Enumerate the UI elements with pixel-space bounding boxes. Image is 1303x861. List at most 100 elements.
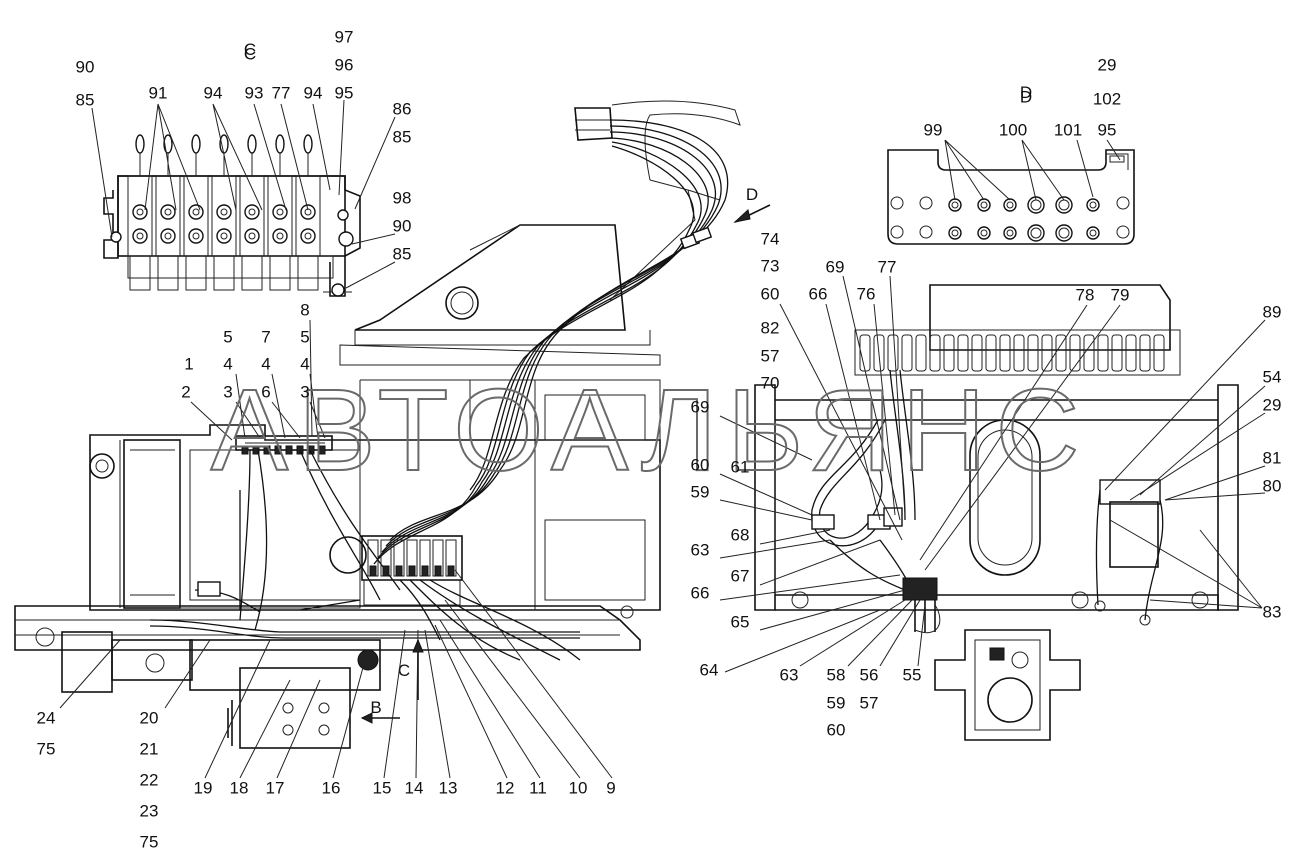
callout-label: 21 bbox=[140, 739, 159, 758]
callout-label: 101 bbox=[1054, 120, 1082, 139]
callout-label: 97 bbox=[335, 27, 354, 46]
callout-label: 24 bbox=[37, 708, 56, 727]
callout-label: 95 bbox=[1098, 120, 1117, 139]
callout-label: 13 bbox=[439, 778, 458, 797]
watermark-text: АВТОАЛЬЯНС bbox=[211, 365, 1090, 495]
callout-label: 75 bbox=[140, 832, 159, 851]
callout-label: 76 bbox=[857, 284, 876, 303]
callout-label: 67 bbox=[731, 566, 750, 585]
callout-label: 78 bbox=[1076, 285, 1095, 304]
callout-label: 93 bbox=[245, 83, 264, 102]
callout-label: 63 bbox=[780, 665, 799, 684]
callout-label: 69 bbox=[826, 257, 845, 276]
callout-label: 54 bbox=[1263, 367, 1282, 386]
callout-label: 29 bbox=[1263, 395, 1282, 414]
lower-pipes bbox=[149, 490, 580, 639]
callout-label: 19 bbox=[194, 778, 213, 797]
callout-label: 73 bbox=[761, 256, 780, 275]
callout-label: 1 bbox=[184, 354, 193, 373]
callout-label: 14 bbox=[405, 778, 424, 797]
callout-label: 59 bbox=[827, 693, 846, 712]
callout-label: 3 bbox=[223, 382, 232, 401]
callout-label: 59 bbox=[691, 482, 710, 501]
callout-label: 96 bbox=[335, 55, 354, 74]
callout-label: 94 bbox=[304, 83, 323, 102]
callout-label: 66 bbox=[809, 284, 828, 303]
callout-label: 16 bbox=[322, 778, 341, 797]
callout-label: 5 bbox=[300, 327, 309, 346]
callout-label: 69 bbox=[691, 397, 710, 416]
callout-label: 60 bbox=[691, 455, 710, 474]
callout-label: 20 bbox=[140, 708, 159, 727]
callout-label: 7 bbox=[261, 327, 270, 346]
callout-label: 66 bbox=[691, 583, 710, 602]
callout-label: 94 bbox=[204, 83, 223, 102]
callout-label: 56 bbox=[860, 665, 879, 684]
callout-label: 60 bbox=[761, 284, 780, 303]
callout-label: 80 bbox=[1263, 476, 1282, 495]
callout-label: 4 bbox=[300, 354, 309, 373]
callout-label: 74 bbox=[761, 229, 780, 248]
callout-label: 55 bbox=[903, 665, 922, 684]
callout-label: 18 bbox=[230, 778, 249, 797]
callout-label: 60 bbox=[827, 720, 846, 739]
callout-label: 2 bbox=[181, 382, 190, 401]
view-d-title: D bbox=[1020, 83, 1032, 102]
view-d-bracket-plate bbox=[887, 149, 1135, 245]
callout-label: 100 bbox=[999, 120, 1027, 139]
upper-hose-bundle bbox=[373, 119, 729, 565]
callout-label: 5 bbox=[223, 327, 232, 346]
callout-label: 83 bbox=[1263, 602, 1282, 621]
callout-label: 6 bbox=[261, 382, 270, 401]
arrow-d-label: D bbox=[746, 185, 758, 204]
callout-label: 86 bbox=[393, 99, 412, 118]
callout-label: 90 bbox=[76, 57, 95, 76]
callout-label: 85 bbox=[76, 90, 95, 109]
right-hose-circuit bbox=[811, 369, 1164, 634]
callout-label: 81 bbox=[1263, 448, 1282, 467]
callout-label: 77 bbox=[878, 257, 897, 276]
callout-label: 91 bbox=[149, 83, 168, 102]
callout-label: 102 bbox=[1093, 89, 1121, 108]
callout-label: 99 bbox=[924, 120, 943, 139]
callout-label: 4 bbox=[261, 354, 270, 373]
callout-label: 63 bbox=[691, 540, 710, 559]
callout-label: 77 bbox=[272, 83, 291, 102]
callout-label: 58 bbox=[827, 665, 846, 684]
callout-label: 12 bbox=[496, 778, 515, 797]
callout-label: 17 bbox=[266, 778, 285, 797]
callout-label: 75 bbox=[37, 739, 56, 758]
callout-label: C bbox=[244, 44, 256, 63]
leader-lines bbox=[59, 99, 1266, 779]
callout-label: 98 bbox=[393, 188, 412, 207]
central-valve-block bbox=[361, 535, 581, 661]
callout-label: 22 bbox=[140, 770, 159, 789]
callout-label: 29 bbox=[1098, 55, 1117, 74]
callout-label: 4 bbox=[223, 354, 232, 373]
callout-label: 79 bbox=[1111, 285, 1130, 304]
view-arrow-b: B bbox=[360, 698, 400, 724]
callout-label: 70 bbox=[761, 373, 780, 392]
callout-label: 8 bbox=[300, 300, 309, 319]
arrow-b-label: B bbox=[370, 698, 381, 717]
callout-label: 3 bbox=[300, 382, 309, 401]
callout-label: 64 bbox=[700, 660, 719, 679]
callout-label: 23 bbox=[140, 801, 159, 820]
callout-label: 90 bbox=[393, 216, 412, 235]
callout-label: D bbox=[1020, 87, 1032, 106]
callout-label: 85 bbox=[393, 127, 412, 146]
callout-label: 65 bbox=[731, 612, 750, 631]
view-arrow-d: D bbox=[733, 185, 771, 223]
callout-label: 61 bbox=[731, 457, 750, 476]
callout-label: 11 bbox=[529, 778, 547, 797]
callout-label: 89 bbox=[1263, 302, 1282, 321]
right-frame bbox=[754, 284, 1239, 611]
callout-label: 57 bbox=[860, 693, 879, 712]
callout-label: 10 bbox=[569, 778, 588, 797]
transmission-housing bbox=[934, 629, 1081, 741]
left-manifold bbox=[235, 435, 401, 631]
callout-label: 15 bbox=[373, 778, 392, 797]
callout-label: 57 bbox=[761, 346, 780, 365]
